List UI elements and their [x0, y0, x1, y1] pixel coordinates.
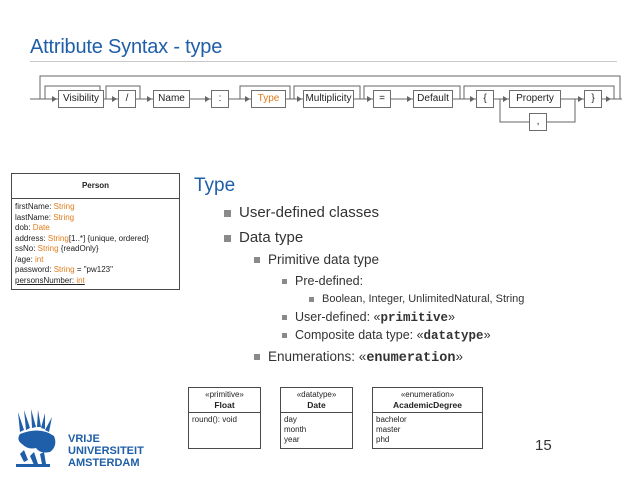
- bullet-data-type: Data type: [224, 229, 303, 246]
- date-item: day: [284, 415, 297, 424]
- person-attributes: firstName: String lastName: String dob: …: [12, 199, 179, 289]
- date-stereotype: «datatype»: [296, 390, 337, 399]
- degree-class-body: bachelor master phd: [373, 413, 482, 447]
- syntax-box-open-brace: {: [476, 90, 494, 108]
- syntax-box-visibility: Visibility: [58, 90, 104, 108]
- syntax-box-equals: =: [373, 90, 391, 108]
- bullet-boolean-list: Boolean, Integer, UnlimitedNatural, Stri…: [309, 293, 524, 305]
- degree-class-name: AcademicDegree: [393, 400, 462, 410]
- syntax-box-name: Name: [153, 90, 190, 108]
- title-divider: [30, 61, 617, 62]
- syntax-box-close-brace: }: [584, 90, 602, 108]
- person-attr-password: password: String = "pw123": [15, 265, 113, 274]
- person-class-name: Person: [12, 174, 179, 199]
- bullet-user-defined-primitive: User-defined: «primitive»: [282, 310, 455, 325]
- logo-line-1: VRIJE: [68, 433, 100, 445]
- bullet-pre-defined: Pre-defined:: [282, 274, 363, 288]
- date-item: year: [284, 435, 300, 444]
- syntax-box-colon: :: [211, 90, 229, 108]
- float-class-body: round(): void: [189, 413, 260, 427]
- person-attr-firstname: firstName: String: [15, 202, 75, 211]
- date-class-name: Date: [307, 400, 326, 410]
- syntax-box-type: Type: [251, 90, 286, 108]
- date-class-box: «datatype»Date day month year: [280, 387, 353, 449]
- logo-line-2: UNIVERSITEIT: [68, 445, 144, 457]
- degree-item: master: [376, 425, 401, 434]
- person-attr-age: /age: int: [15, 254, 44, 264]
- date-class-header: «datatype»Date: [281, 388, 352, 413]
- logo-line-3: AMSTERDAM: [68, 457, 140, 469]
- person-attr-ssno: ssNo: String {readOnly}: [15, 244, 99, 253]
- degree-item: phd: [376, 435, 390, 444]
- syntax-box-slash: /: [118, 90, 136, 108]
- degree-stereotype: «enumeration»: [400, 390, 455, 399]
- slide-title: Attribute Syntax - type: [30, 36, 223, 58]
- syntax-box-comma: ,: [529, 113, 547, 131]
- person-class-box: Person firstName: String lastName: Strin…: [11, 173, 180, 290]
- degree-class-header: «enumeration»AcademicDegree: [373, 388, 482, 413]
- griffin-logo-icon: [16, 409, 56, 467]
- syntax-box-default: Default: [413, 90, 453, 108]
- date-class-body: day month year: [281, 413, 352, 447]
- date-item: month: [284, 425, 307, 434]
- person-attr-dob: dob: Date: [15, 223, 50, 232]
- float-class-header: «primitive»Float: [189, 388, 260, 413]
- person-attr-personsnumber: personsNumber: int: [15, 275, 85, 285]
- float-class-box: «primitive»Float round(): void: [188, 387, 261, 449]
- float-class-name: Float: [214, 400, 235, 410]
- academic-degree-class-box: «enumeration»AcademicDegree bachelor mas…: [372, 387, 483, 449]
- syntax-box-multiplicity: Multiplicity: [303, 90, 354, 108]
- float-stereotype: «primitive»: [205, 390, 244, 399]
- float-item: round(): void: [192, 415, 237, 424]
- university-logo-text: VRIJE UNIVERSITEIT AMSTERDAM: [68, 433, 144, 469]
- bullet-primitive-data-type: Primitive data type: [254, 252, 379, 267]
- person-attr-lastname: lastName: String: [15, 212, 75, 222]
- person-attr-address: address: String[1..*] {unique, ordered}: [15, 233, 149, 243]
- bullet-user-defined-classes: User-defined classes: [224, 204, 379, 221]
- bullet-composite-data-type: Composite data type: «datatype»: [282, 328, 491, 343]
- page-number: 15: [535, 437, 552, 454]
- syntax-box-property: Property: [509, 90, 561, 108]
- degree-item: bachelor: [376, 415, 407, 424]
- content-heading: Type: [194, 175, 236, 196]
- bullet-enumerations: Enumerations: «enumeration»: [254, 349, 463, 366]
